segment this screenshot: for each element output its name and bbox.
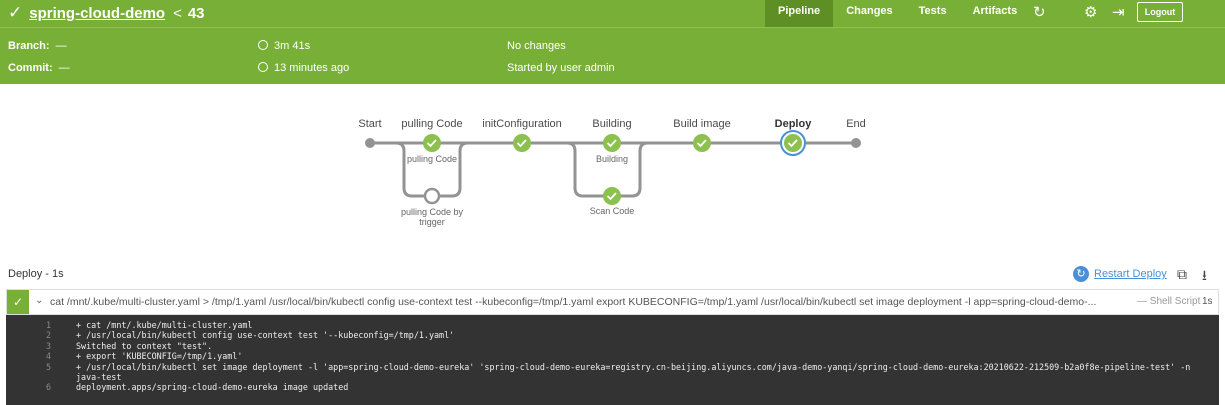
pulling-code-node[interactable] (423, 134, 441, 152)
stage-label-deploy: Deploy (774, 118, 812, 130)
scan-code-node[interactable] (603, 187, 621, 205)
step-command: cat /mnt/.kube/multi-cluster.yaml > /tmp… (50, 296, 1097, 308)
logout-button[interactable]: Logout (1137, 2, 1183, 22)
pulling-code-trigger-node[interactable] (423, 187, 441, 205)
step-duration: 1s (1202, 296, 1213, 307)
restart-icon: ↻ (1073, 266, 1089, 282)
console-line: 2 + /usr/local/bin/kubectl config use-con… (6, 330, 1219, 340)
duration-info: 3m 41s (258, 40, 310, 52)
stage-label-building: Building (592, 118, 632, 130)
step-label-scan-code: Scan Code (589, 206, 635, 216)
time-info: 13 minutes ago (258, 62, 349, 74)
step-success-icon: ✓ (7, 290, 29, 314)
separator: < (173, 4, 182, 22)
deploy-stage-title: Deploy - 1s (8, 268, 64, 280)
project-link[interactable]: spring-cloud-demo (29, 4, 166, 22)
line-text: + export 'KUBECONFIG=/tmp/1.yaml' (76, 351, 243, 362)
line-number (6, 372, 51, 382)
clock-icon (258, 62, 268, 72)
commit-value: — (58, 62, 70, 74)
open-external-icon[interactable]: ⧉ (1177, 266, 1187, 282)
run-number: 43 (187, 4, 205, 22)
deploy-node[interactable] (780, 130, 806, 156)
building-branch-line (566, 141, 649, 198)
branch-value: — (55, 40, 67, 52)
step-label-pulling-code-trigger: pulling Code by trigger (400, 207, 464, 227)
line-text: + cat /mnt/.kube/multi-cluster.yaml (76, 320, 253, 330)
stage-label-build-image: Build image (673, 118, 731, 130)
line-text: deployment.apps/spring-cloud-demo-eureka… (76, 382, 349, 393)
started-by-info: Started by user admin (507, 62, 615, 74)
line-text: + /usr/local/bin/kubectl set image deplo… (76, 361, 1191, 372)
stage-label-start: Start (358, 118, 382, 130)
stage-label-init-configuration: initConfiguration (482, 118, 562, 130)
tab-pipeline[interactable]: Pipeline (765, 0, 834, 27)
line-number: 6 (45, 382, 51, 393)
success-check-icon: ✓ (8, 3, 23, 22)
start-node[interactable] (365, 138, 375, 148)
tab-artifacts[interactable]: Artifacts (972, 5, 1018, 17)
step-label-building: Building (595, 154, 629, 164)
pipeline-graph: Start pulling Code initConfiguration Bui… (0, 84, 1225, 264)
pipeline-graph-svg (365, 130, 861, 205)
line-number: 2 (45, 330, 51, 341)
tab-tests[interactable]: Tests (918, 5, 947, 17)
exit-icon[interactable]: ⇥ (1112, 4, 1125, 21)
stage-label-pulling-code: pulling Code (401, 118, 463, 130)
branch-info: Branch: — (8, 40, 67, 52)
time-ago-value: 13 minutes ago (274, 62, 350, 74)
download-icon[interactable]: ⭳ (1202, 267, 1207, 283)
console-line: 1 + cat /mnt/.kube/multi-cluster.yaml (6, 320, 1219, 330)
building-node[interactable] (603, 134, 621, 152)
line-text: + /usr/local/bin/kubectl config use-cont… (76, 330, 455, 341)
run-title: ✓ spring-cloud-demo < 43 (8, 3, 205, 23)
gear-icon[interactable]: ⚙ (1084, 4, 1098, 21)
restart-deploy-link[interactable]: ↻ Restart Deploy (1073, 266, 1167, 282)
stage-label-end: End (846, 118, 866, 130)
console-line: 4 + export 'KUBECONFIG=/tmp/1.yaml' (6, 351, 1219, 361)
top-bar: ✓ spring-cloud-demo < 43 Pipeline Change… (0, 0, 1225, 27)
console-line: 3 Switched to context "test". (6, 341, 1219, 351)
console-output: 1 + cat /mnt/.kube/multi-cluster.yaml 2 + … (6, 315, 1219, 405)
tab-changes[interactable]: Changes (846, 5, 893, 17)
step-row[interactable]: ✓ ⌄ cat /mnt/.kube/multi-cluster.yaml > … (6, 289, 1219, 315)
changes-info: No changes (507, 40, 566, 52)
line-number: 3 (45, 340, 51, 351)
rerun-icon[interactable]: ↻ (1033, 4, 1046, 21)
tab-bar: Pipeline Changes Tests Artifacts (765, 0, 1030, 27)
console-line: 5 + /usr/local/bin/kubectl set image depl… (6, 362, 1219, 372)
commit-label: Commit: (8, 62, 53, 74)
run-info-bar: Branch:— Commit:— 3m 41s 13 minutes ago … (0, 27, 1225, 84)
commit-info: Commit: — (8, 62, 70, 74)
timer-icon (258, 40, 268, 50)
line-number: 1 (45, 320, 51, 330)
success-nodes (423, 130, 806, 205)
line-number: 4 (45, 351, 51, 362)
line-number: 5 (45, 361, 51, 372)
console-line: 6 deployment.apps/spring-cloud-demo-eurek… (6, 382, 1219, 392)
duration-value: 3m 41s (274, 40, 311, 52)
init-configuration-node[interactable] (513, 134, 531, 152)
chevron-down-icon[interactable]: ⌄ (35, 295, 44, 306)
end-node[interactable] (851, 138, 861, 148)
line-text: Switched to context "test". (76, 340, 213, 351)
branch-label: Branch: (8, 40, 50, 52)
restart-deploy-label: Restart Deploy (1094, 268, 1167, 280)
build-image-node[interactable] (693, 134, 711, 152)
line-text: java-test (76, 372, 122, 383)
console-line: java-test (6, 372, 1219, 382)
step-label-pulling-code: pulling Code (406, 154, 458, 164)
step-kind: — Shell Script (1137, 296, 1201, 307)
